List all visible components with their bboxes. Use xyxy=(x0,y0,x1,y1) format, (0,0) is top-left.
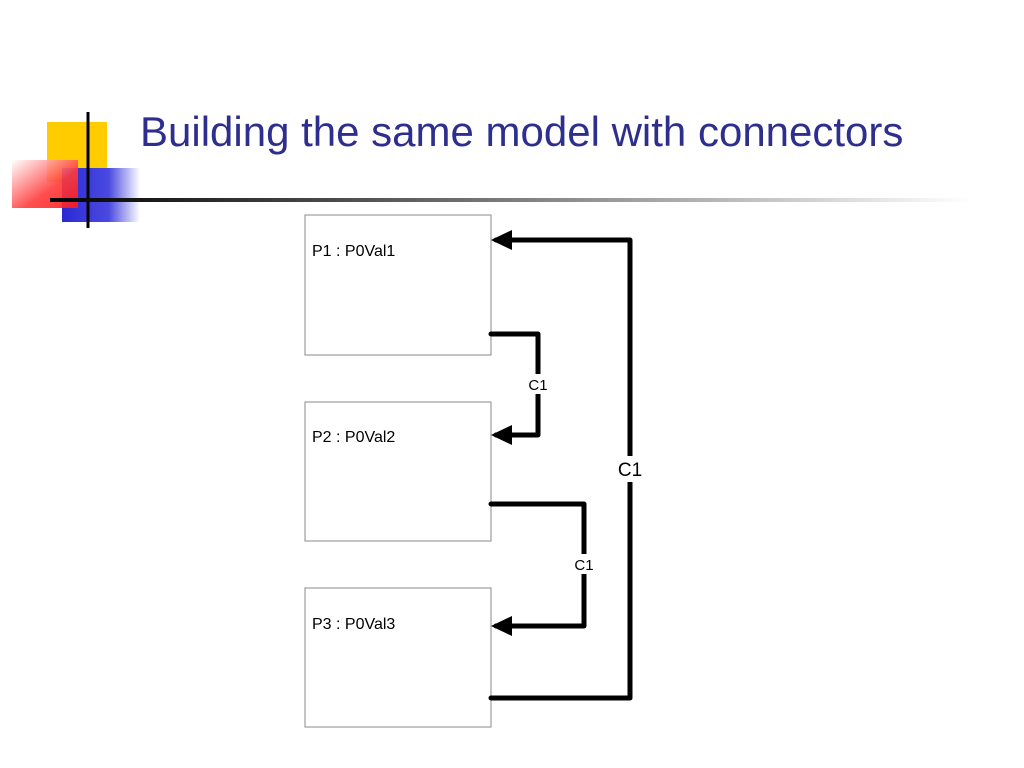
title-rule xyxy=(50,198,970,202)
connector-p1-p2: C1 xyxy=(488,331,552,445)
part-label: P2 : P0Val2 xyxy=(312,429,395,446)
arrowhead-icon xyxy=(491,230,512,250)
connector-p3-p1: C1 xyxy=(488,230,646,701)
part-label: P3 : P0Val3 xyxy=(312,616,395,633)
part-p3: P3 : P0Val3 xyxy=(304,587,492,728)
connector-label-bg xyxy=(614,456,646,482)
slide-decoration xyxy=(12,112,970,228)
part-box xyxy=(304,587,492,728)
part-p1: P1 : P0Val1 xyxy=(304,214,492,356)
connector-p2-p3: C1 xyxy=(488,501,598,636)
part-box xyxy=(304,401,492,542)
part-box xyxy=(304,214,492,356)
connector-label: C1 xyxy=(618,460,642,481)
part-label: P1 : P0Val1 xyxy=(312,243,395,260)
connector-label-bg xyxy=(570,554,598,574)
connector-label: C1 xyxy=(574,557,593,574)
arrowhead-icon xyxy=(491,616,512,636)
connector-label: C1 xyxy=(528,377,547,394)
connector-label-bg xyxy=(524,374,552,394)
arrowhead-icon xyxy=(491,425,512,445)
part-p2: P2 : P0Val2 xyxy=(304,401,492,542)
page-title: Building the same model with connectors xyxy=(140,108,904,155)
